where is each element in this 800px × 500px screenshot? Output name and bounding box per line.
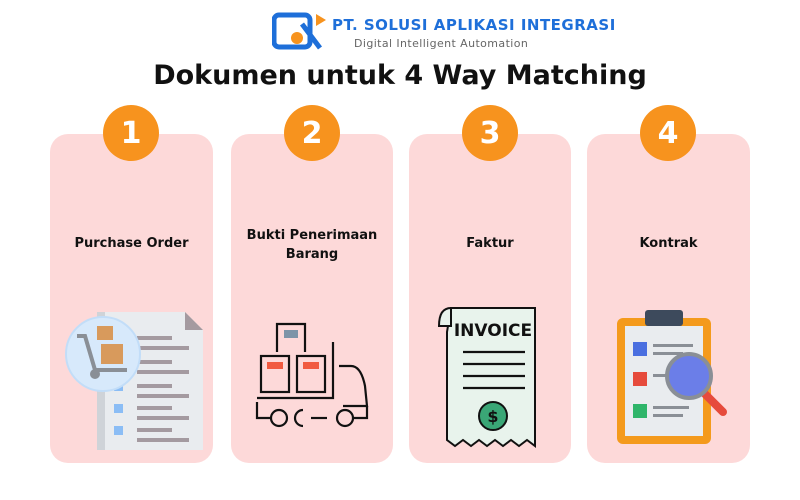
card-label: Faktur xyxy=(466,236,514,251)
card-kontrak: Kontrak xyxy=(587,134,750,463)
step-number-2: 2 xyxy=(284,105,340,161)
card-faktur: Faktur INVOICE $ xyxy=(409,134,571,463)
card-bukti-penerimaan-barang: Bukti Penerimaan Barang xyxy=(231,134,393,463)
card-purchase-order: Purchase Order xyxy=(50,134,213,463)
step-number-1: 1 xyxy=(103,105,159,161)
page-title: Dokumen untuk 4 Way Matching xyxy=(153,60,647,91)
delivery-truck-icon xyxy=(231,306,393,456)
svg-text:$: $ xyxy=(487,407,498,426)
step-number-3: 3 xyxy=(462,105,518,161)
invoice-icon: INVOICE $ xyxy=(409,306,571,456)
invoice-heading: INVOICE xyxy=(454,321,532,341)
contract-clipboard-icon xyxy=(587,306,750,456)
company-logo: PT. SOLUSI APLIKASI INTEGRASI Digital In… xyxy=(272,12,615,52)
card-label: Bukti Penerimaan Barang xyxy=(246,228,378,262)
step-number-4: 4 xyxy=(640,105,696,161)
company-tagline: Digital Intelligent Automation xyxy=(354,37,529,50)
card-label: Kontrak xyxy=(639,236,698,251)
purchase-order-icon xyxy=(50,306,213,456)
card-label: Purchase Order xyxy=(74,236,189,251)
logo-icon xyxy=(272,12,326,50)
company-name: PT. SOLUSI APLIKASI INTEGRASI xyxy=(332,16,616,34)
